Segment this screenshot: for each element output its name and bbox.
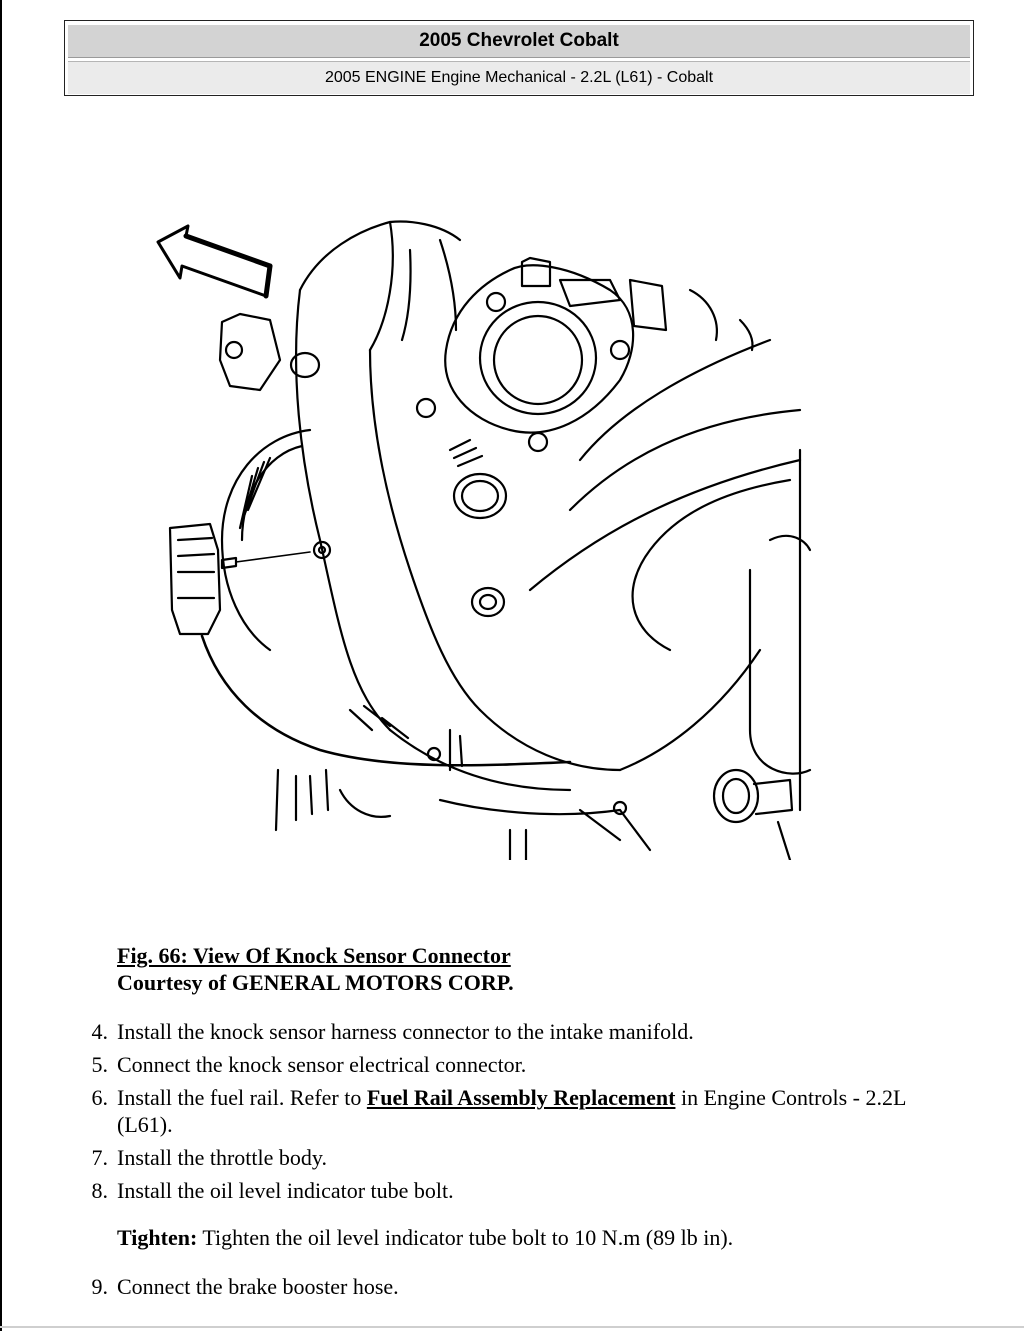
knock-sensor-illustration (156, 220, 812, 860)
step-text: Install the throttle body. (117, 1145, 327, 1170)
step-8: 8. Install the oil level indicator tube … (80, 1177, 960, 1204)
step-9: 9. Connect the brake booster hose. (80, 1273, 960, 1300)
procedure-steps: 4. Install the knock sensor harness conn… (80, 1018, 960, 1306)
knock-sensor-connector (168, 522, 332, 636)
step-4: 4. Install the knock sensor harness conn… (80, 1018, 960, 1045)
tighten-spec: Tighten: Tighten the oil level indicator… (80, 1224, 960, 1251)
step-7: 7. Install the throttle body. (80, 1144, 960, 1171)
step-text-after: in Engine Controls - 2.2L (L61). (117, 1085, 906, 1137)
tighten-label: Tighten: (117, 1225, 198, 1250)
step-6: 6. Install the fuel rail. Refer to Fuel … (80, 1084, 960, 1138)
tighten-text: Tighten the oil level indicator tube bol… (197, 1225, 734, 1250)
direction-arrow (156, 224, 273, 299)
page-bottom-border (0, 1326, 1024, 1328)
document-header: 2005 Chevrolet Cobalt 2005 ENGINE Engine… (64, 20, 974, 96)
step-text: Install the knock sensor harness connect… (117, 1019, 694, 1044)
step-5: 5. Connect the knock sensor electrical c… (80, 1051, 960, 1078)
step-number: 7. (91, 1145, 109, 1170)
step-text: Install the oil level indicator tube bol… (117, 1178, 454, 1203)
section-subtitle: 2005 ENGINE Engine Mechanical - 2.2L (L6… (68, 61, 970, 94)
step-number: 9. (91, 1274, 109, 1299)
step-text: Connect the knock sensor electrical conn… (117, 1052, 527, 1077)
vehicle-title: 2005 Chevrolet Cobalt (68, 25, 970, 58)
step-number: 5. (91, 1052, 109, 1077)
step-text: Connect the brake booster hose. (117, 1274, 399, 1299)
fuel-rail-replacement-link[interactable]: Fuel Rail Assembly Replacement (366, 1085, 676, 1110)
figure-caption: Fig. 66: View Of Knock Sensor Connector … (117, 942, 514, 996)
figure-title: Fig. 66: View Of Knock Sensor Connector (117, 943, 511, 968)
step-number: 4. (91, 1019, 109, 1044)
step-text-before: Install the fuel rail. Refer to (117, 1085, 367, 1110)
figure-courtesy: Courtesy of GENERAL MOTORS CORP. (117, 970, 514, 995)
page-left-border (0, 0, 2, 1331)
step-number: 8. (91, 1178, 109, 1203)
step-number: 6. (91, 1085, 109, 1110)
